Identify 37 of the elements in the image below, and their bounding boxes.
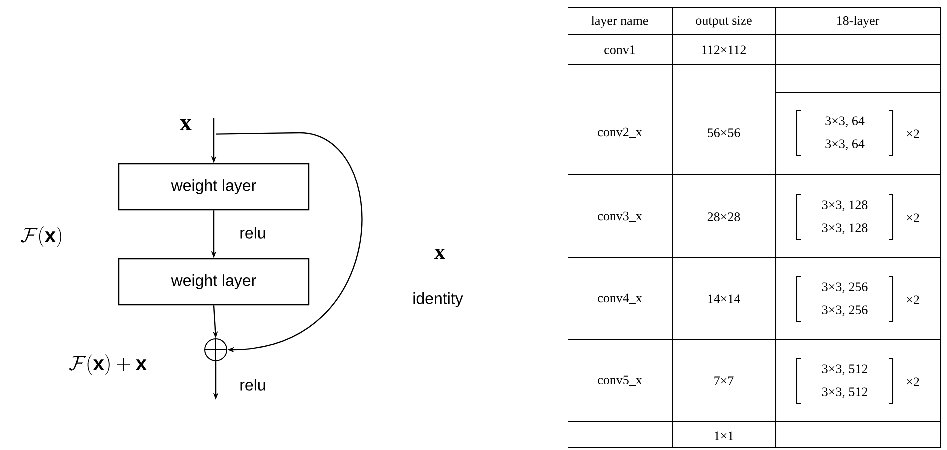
table-cell: conv4_x [598, 294, 642, 304]
matrix-entry: 3×3, 128 [822, 224, 868, 234]
table-cell: 28×28 [708, 212, 740, 222]
repeat-count: ×2 [907, 296, 920, 304]
edge-label: relu [240, 379, 266, 391]
formula-label: $\mathcal{F}(\mathbf{x})$ [20, 226, 62, 248]
table-cell: 7×7 [714, 376, 734, 386]
matrix-entry: 3×3, 64 [826, 140, 865, 150]
table-cell: 112×112 [702, 46, 746, 54]
repeat-count: ×2 [907, 378, 920, 386]
table-cell: 56×56 [708, 128, 740, 138]
matrix-entry: 3×3, 512 [822, 364, 868, 376]
table-cell: conv3_x [598, 212, 642, 222]
arrow [216, 132, 363, 353]
table-cell: conv2_x [598, 128, 642, 138]
table-cell: 18-layer [838, 16, 880, 28]
matrix-entry: 3×3, 512 [822, 388, 868, 398]
input-label: x [180, 120, 192, 130]
repeat-count: ×2 [907, 130, 920, 138]
table-cell: layer name [592, 16, 648, 28]
formula-label: $\mathcal{F}(\mathbf{x})+\mathbf{x}$ [69, 354, 147, 376]
table-cell: 14×14 [708, 294, 740, 304]
sum-circle [204, 338, 228, 362]
table-cell: conv1 [604, 46, 636, 54]
table-cell: output size [696, 16, 752, 28]
matrix-entry: 3×3, 256 [822, 282, 868, 294]
matrix-entry: 3×3, 64 [826, 116, 865, 128]
edge-label: relu [240, 227, 266, 239]
matrix-entry: 3×3, 128 [822, 200, 868, 212]
skip-label: identity [414, 292, 464, 308]
layer-box: weight layer [118, 163, 310, 211]
layer-box: weight layer [118, 258, 310, 306]
table-cell: 1×1 [715, 432, 734, 440]
matrix-entry: 3×3, 256 [822, 306, 868, 316]
repeat-count: ×2 [907, 214, 920, 222]
skip-label: x [434, 248, 446, 260]
table-cell: conv5_x [598, 376, 642, 386]
